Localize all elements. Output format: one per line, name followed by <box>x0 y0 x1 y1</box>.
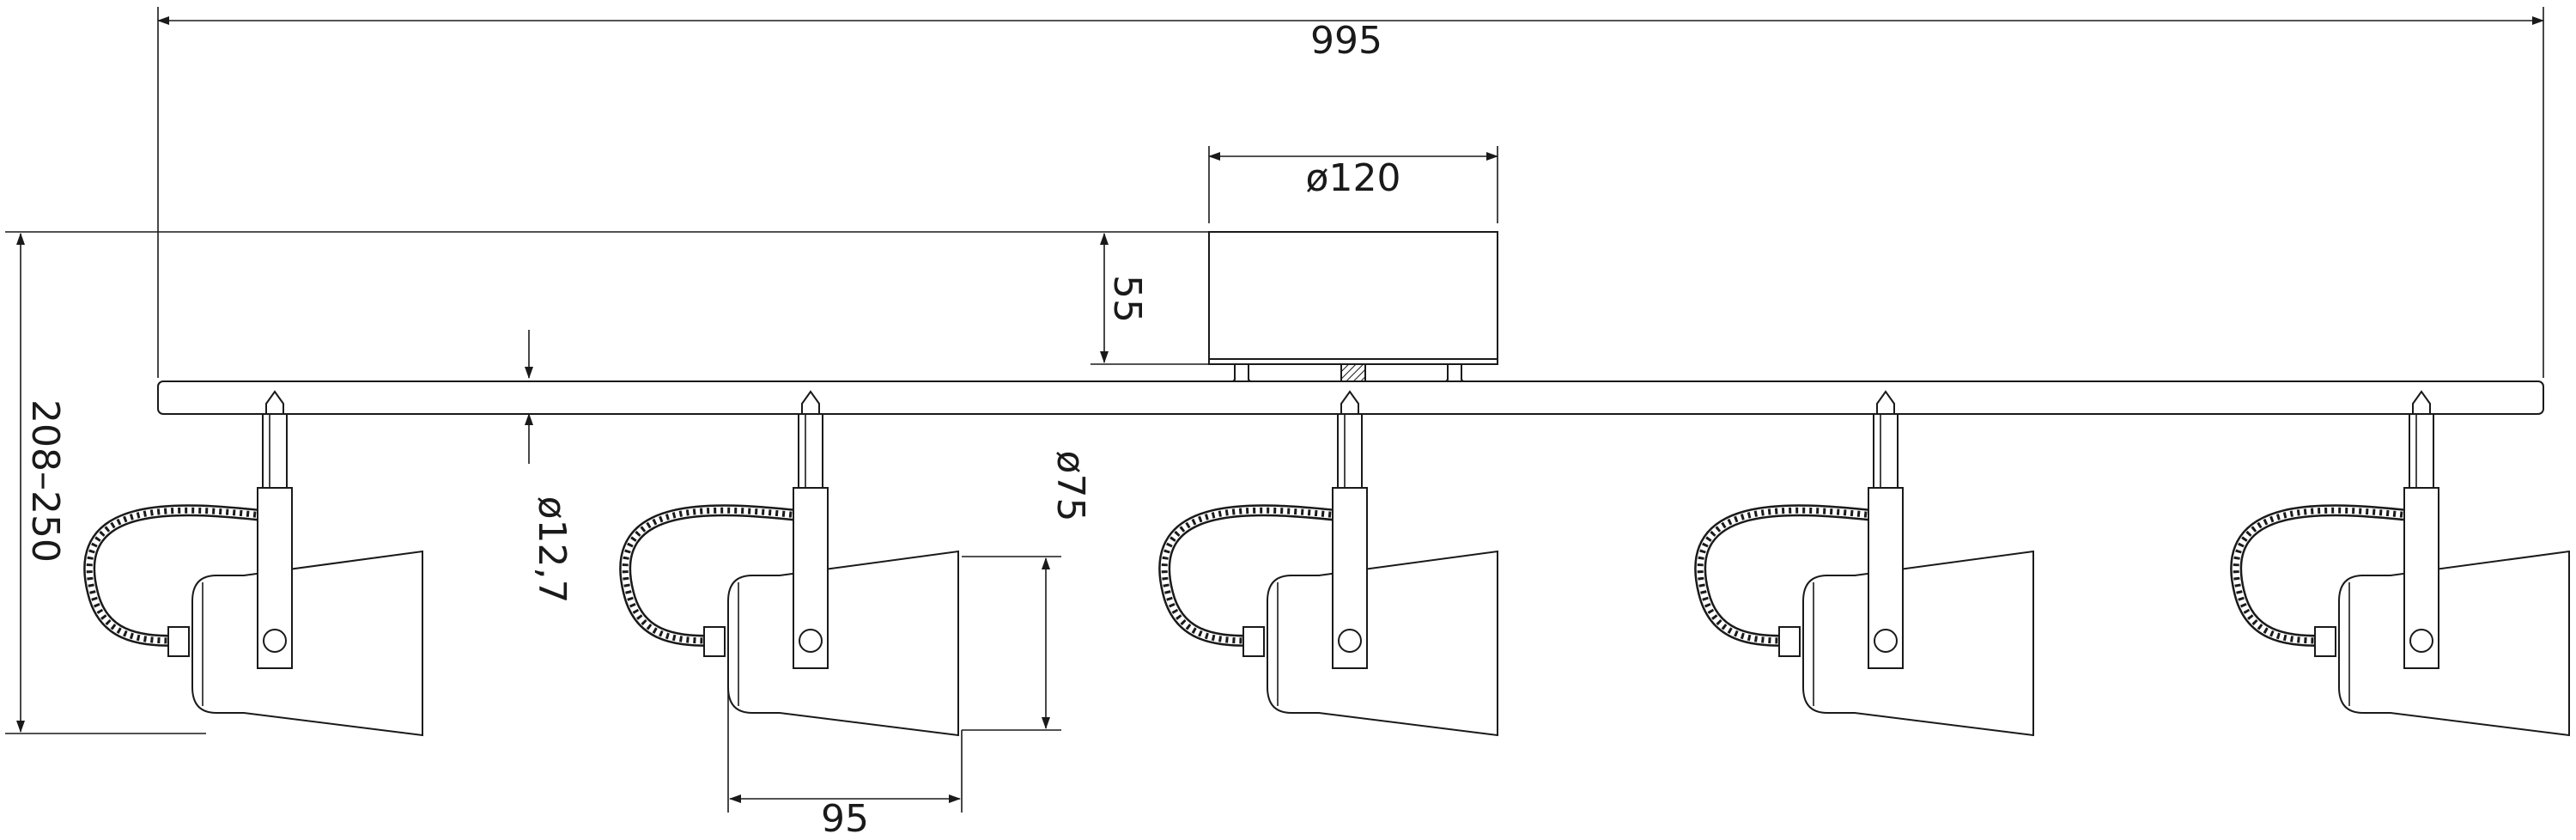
bar-diameter-dimension: ø12,7 <box>525 330 574 604</box>
spotlight <box>83 390 423 737</box>
shade-length-dimension: 95 <box>727 687 963 840</box>
spotlight <box>1694 390 2034 737</box>
spotlight <box>619 390 959 737</box>
bar-diameter-label: ø12,7 <box>530 496 574 604</box>
overall-length-label: 995 <box>1310 19 1382 63</box>
spotlight <box>1158 390 1498 737</box>
shade-diameter-dimension: ø75 <box>962 451 1092 731</box>
overall-length-dimension: 995 <box>157 7 2544 378</box>
canopy <box>1208 231 1498 406</box>
spotlight <box>2230 390 2570 737</box>
canopy-diameter-dimension: ø120 <box>1208 146 1498 223</box>
shade-length-label: 95 <box>821 797 869 840</box>
canopy-height-label: 55 <box>1105 275 1149 323</box>
canopy-diameter-label: ø120 <box>1306 156 1401 200</box>
height-range-dimension: 208–250 <box>5 233 206 734</box>
shade-diameter-label: ø75 <box>1048 451 1092 522</box>
height-range-label: 208–250 <box>23 399 67 563</box>
spotlights <box>83 390 2570 737</box>
canopy-height-dimension: 55 <box>1091 233 1209 365</box>
